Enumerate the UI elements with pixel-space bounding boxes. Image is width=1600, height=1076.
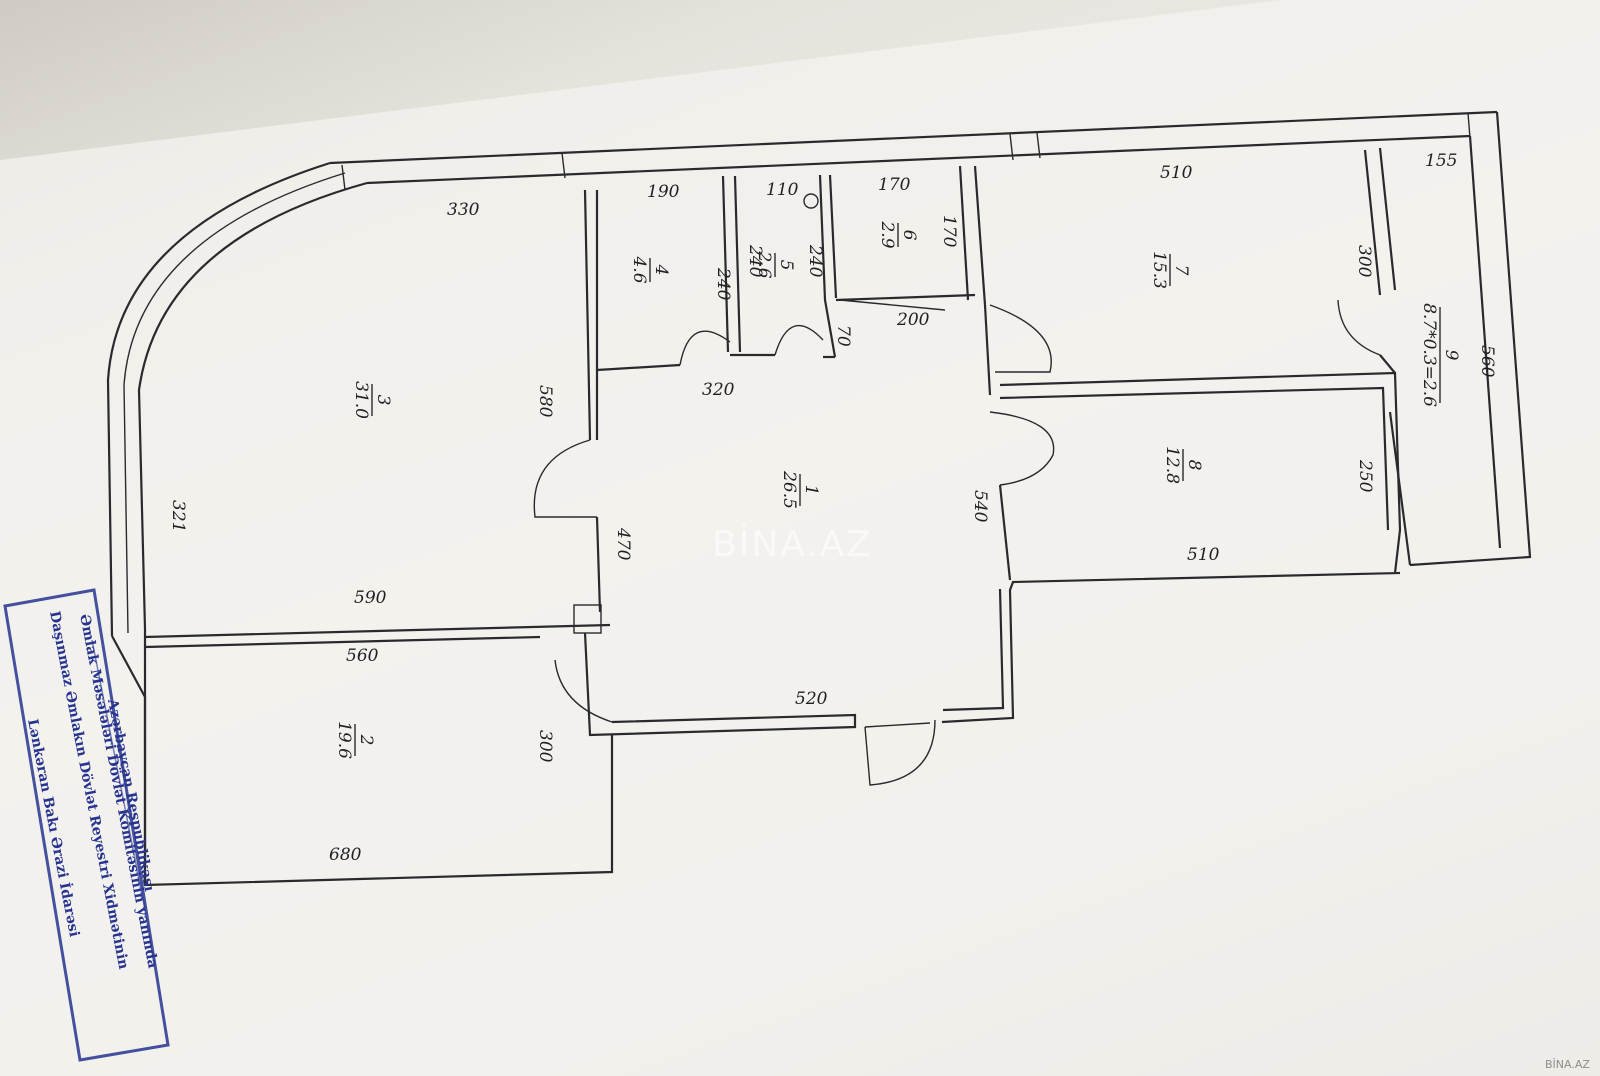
- dim-top-330: 330: [447, 200, 480, 220]
- dim-v-300: 300: [1354, 245, 1374, 278]
- room-1-area: 26.5: [779, 470, 799, 509]
- dim-v-470: 470: [613, 527, 633, 561]
- room-2-area: 19.6: [334, 721, 354, 759]
- room-5-area: 2.6: [754, 250, 774, 278]
- dim-v-300b: 300: [535, 730, 555, 763]
- room-7-area: 15.3: [1149, 251, 1169, 289]
- dim-v-240b: 240: [745, 244, 765, 278]
- dimension-labels: 330 190 110 170 510 155 240 240 240 170 …: [168, 151, 1497, 865]
- dim-h-590: 590: [354, 588, 387, 608]
- room-3-number: 3: [373, 395, 393, 406]
- room-8-number: 8: [1184, 460, 1204, 471]
- room-5-label: 5 2.6: [754, 250, 796, 278]
- dim-top-190: 190: [647, 182, 680, 202]
- dim-v-560: 560: [1477, 345, 1497, 378]
- room-7-label: 7 15.3: [1149, 251, 1191, 289]
- plan-walls: [106, 110, 1532, 887]
- room-labels: 1 26.5 2 19.6 3 31.0 4 4.6 5 2.6 6 2.9: [334, 220, 1461, 759]
- room-6-area: 2.9: [877, 220, 897, 248]
- dim-v-250: 250: [1355, 459, 1375, 493]
- room-4-area: 4.6: [629, 255, 649, 283]
- dim-v-540: 540: [970, 490, 990, 523]
- room-1-number: 1: [801, 485, 821, 496]
- room-2-number: 2: [356, 734, 376, 746]
- room-9-label: 9 8.7*0.3=2.6: [1419, 303, 1461, 407]
- dim-v-240c: 240: [805, 244, 825, 278]
- room-4-label: 4 4.6: [629, 255, 671, 283]
- watermark-center: BİNA.AZ: [712, 523, 873, 565]
- room-6-number: 6: [899, 230, 919, 241]
- dim-top-510: 510: [1160, 163, 1193, 183]
- dim-h-320: 320: [702, 380, 735, 400]
- dim-h-520: 520: [795, 689, 828, 709]
- room-8-label: 8 12.8: [1162, 446, 1204, 484]
- room-9-number: 9: [1441, 350, 1461, 361]
- dim-top-110: 110: [766, 180, 799, 200]
- room-4-number: 4: [651, 264, 671, 276]
- dim-h-680: 680: [329, 845, 362, 865]
- dim-v-580: 580: [535, 385, 555, 418]
- room-2-label: 2 19.6: [334, 721, 376, 759]
- room-3-label: 3 31.0: [351, 381, 393, 419]
- dim-h-560: 560: [346, 646, 379, 666]
- room-5-number: 5: [776, 260, 796, 271]
- room-9-area: 8.7*0.3=2.6: [1419, 303, 1439, 407]
- room-1-label: 1 26.5: [779, 470, 821, 509]
- dim-h-70: 70: [833, 325, 853, 347]
- dim-top-170: 170: [878, 175, 911, 195]
- room-8-area: 12.8: [1162, 446, 1182, 484]
- dim-v-170: 170: [939, 215, 959, 248]
- room-3-area: 31.0: [351, 381, 371, 419]
- dim-top-155: 155: [1425, 151, 1457, 171]
- dim-v-240a: 240: [713, 267, 733, 301]
- dim-h-200: 200: [896, 310, 930, 330]
- room-7-number: 7: [1171, 265, 1191, 276]
- watermark-corner: BİNA.AZ: [1545, 1058, 1590, 1071]
- dim-h-510: 510: [1187, 545, 1220, 565]
- room-6-label: 6 2.9: [877, 220, 919, 248]
- dim-v-321: 321: [168, 500, 188, 532]
